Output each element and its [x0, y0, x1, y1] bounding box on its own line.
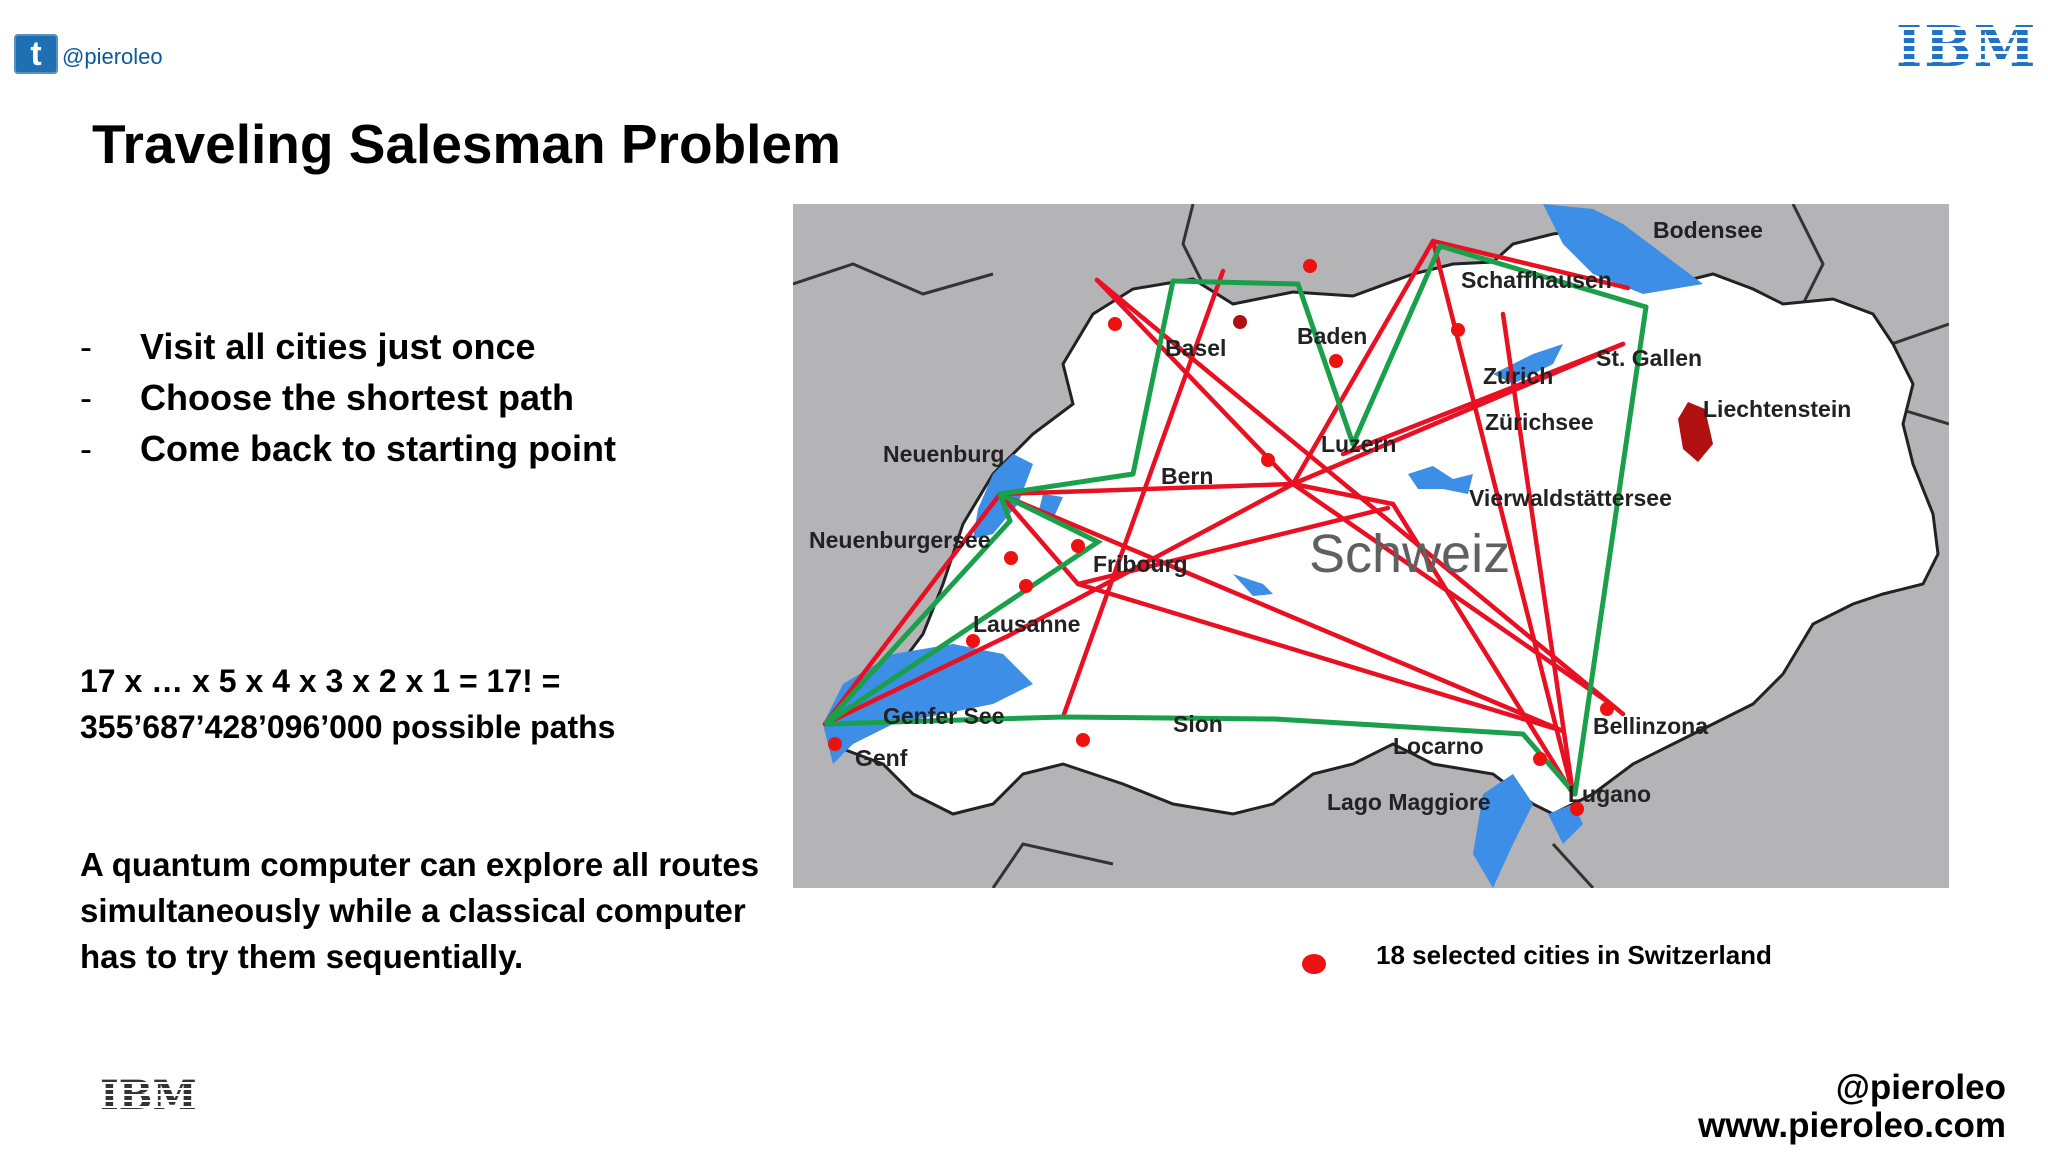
genfer-see-lake — [823, 644, 1033, 764]
city-baden — [1233, 315, 1247, 329]
city-st-gallen — [1451, 323, 1465, 337]
vierwaldstattersee-lake — [1408, 466, 1473, 494]
green-tour — [823, 243, 1649, 797]
label-baden: Baden — [1297, 323, 1367, 349]
label-zurich: Zurich — [1483, 363, 1553, 389]
footer-website: www.pieroleo.com — [1698, 1106, 2006, 1145]
city-lausanne — [966, 634, 980, 648]
slide-title: Traveling Salesman Problem — [92, 113, 841, 175]
city-neuenburg — [1004, 551, 1018, 565]
label-st-gallen: St. Gallen — [1596, 345, 1702, 371]
label-neuenburg: Neuenburg — [883, 441, 1004, 467]
footer-handle: @pieroleo — [1835, 1068, 2006, 1107]
city-bellinzona — [1600, 702, 1614, 716]
permutation-formula: 17 x … x 5 x 4 x 3 x 2 x 1 = 17! = 355’6… — [80, 658, 615, 750]
label-vierwaldstattersee: Vierwaldstättersee — [1469, 485, 1672, 511]
label-basel: Basel — [1165, 335, 1226, 361]
bullet-item: -Choose the shortest path — [80, 377, 575, 418]
bodensee-lake — [1543, 204, 1703, 294]
label-zurichsee: Zürichsee — [1485, 409, 1594, 435]
city-locarno — [1533, 752, 1547, 766]
twitter-handle: @pieroleo — [62, 44, 163, 69]
label-liechtenstein: Liechtenstein — [1703, 396, 1851, 422]
quantum-note: A quantum computer can explore all route… — [80, 842, 800, 980]
city-markers — [828, 259, 1614, 816]
city-schaffhausen — [1303, 259, 1317, 273]
city-genf — [828, 737, 842, 751]
green-tour-branch — [823, 491, 1104, 727]
city-fribourg — [1019, 579, 1033, 593]
label-bodensee: Bodensee — [1653, 217, 1763, 243]
red-routes — [822, 238, 1631, 797]
formula-line-2: 355’687’428’096’000 possible paths — [80, 709, 616, 745]
liechtenstein-area — [1678, 402, 1713, 462]
label-lago-maggiore: Lago Maggiore — [1327, 789, 1491, 815]
city-zurich — [1329, 354, 1343, 368]
label-sion: Sion — [1173, 711, 1223, 737]
label-bern: Bern — [1161, 463, 1213, 489]
bullet-item: -Visit all cities just once — [80, 326, 536, 367]
switzerland-map: Bodensee Schaffhausen Basel Baden Zurich… — [793, 204, 1949, 888]
label-bellinzona: Bellinzona — [1593, 713, 1708, 739]
formula-line-1: 17 x … x 5 x 4 x 3 x 2 x 1 = 17! = — [80, 663, 561, 699]
label-fribourg: Fribourg — [1093, 551, 1188, 577]
thunersee-lake — [1233, 574, 1273, 596]
legend-city-marker — [1302, 954, 1326, 974]
label-lugano: Lugano — [1568, 781, 1651, 807]
bullet-item: -Come back to starting point — [80, 428, 617, 469]
city-basel — [1108, 317, 1122, 331]
quantum-line-3: has to try them sequentially. — [80, 938, 524, 975]
label-lausanne: Lausanne — [973, 611, 1080, 637]
ibm-footer-logo: IBM — [100, 1072, 197, 1119]
lago-maggiore-lake — [1473, 774, 1533, 888]
label-luzern: Luzern — [1321, 431, 1396, 457]
label-genfer-see: Genfer See — [883, 703, 1004, 729]
ibm-logo: IBM — [1896, 14, 2038, 80]
label-neuenburgersee: Neuenburgersee — [809, 527, 991, 553]
twitter-icon: t — [14, 34, 58, 74]
city-lugano — [1570, 802, 1584, 816]
quantum-line-1: A quantum computer can explore all route… — [80, 846, 760, 883]
quantum-line-2: simultaneously while a classical compute… — [80, 892, 746, 929]
legend-text: 18 selected cities in Switzerland — [1376, 940, 1772, 970]
label-locarno: Locarno — [1393, 733, 1484, 759]
city-sion — [1076, 733, 1090, 747]
city-bern — [1071, 539, 1085, 553]
label-schaffhausen: Schaffhausen — [1461, 267, 1612, 293]
label-genf: Genf — [855, 745, 908, 771]
label-schweiz: Schweiz — [1309, 524, 1510, 584]
city-luzern — [1261, 453, 1275, 467]
